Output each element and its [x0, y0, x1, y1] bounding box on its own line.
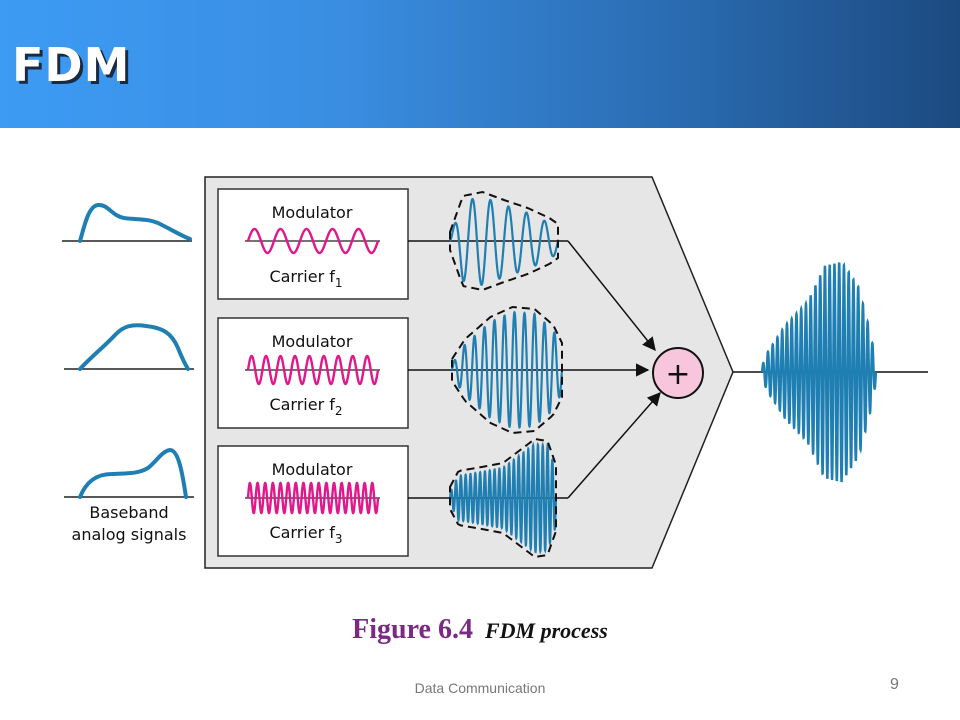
adder-circle: [652, 347, 704, 399]
carrier-wave-3: [246, 481, 380, 515]
arrow-to-adder-1: [567, 240, 656, 352]
modulated-signal-2: [450, 310, 564, 429]
baseband-label-line2: analog signals: [72, 525, 187, 544]
slide-title: FDM: [12, 38, 131, 92]
carrier-wave-2: [246, 354, 380, 386]
modulator-label-2: Modulator: [272, 332, 353, 351]
baseband-signal-3: [78, 447, 188, 499]
footer-text: Data Communication: [414, 680, 546, 696]
baseband-signal-1: [78, 203, 192, 243]
modulator-label-1: Modulator: [272, 203, 353, 222]
envelope-2: [451, 305, 563, 435]
adder-symbol: +: [665, 357, 690, 392]
baseband-signal-2: [78, 323, 190, 371]
figure-caption: Figure 6.4 FDM process: [0, 614, 960, 646]
carrier-label-3: Carrier f3: [269, 523, 342, 546]
figure-description: FDM process: [484, 618, 608, 643]
baseband-label-line1: Baseband: [89, 503, 168, 522]
envelope-3: [449, 437, 557, 559]
carrier-label-2: Carrier f2: [269, 395, 342, 418]
figure-number: Figure 6.4: [352, 614, 473, 645]
modulated-signal-1: [449, 197, 560, 286]
modulator-label-3: Modulator: [272, 460, 353, 479]
page-number: 9: [890, 676, 899, 693]
envelope-1: [449, 190, 559, 292]
modulated-signal-3: [448, 441, 558, 555]
carrier-label-1: Carrier f1: [269, 267, 342, 290]
arrow-to-adder-3: [567, 391, 661, 499]
carrier-wave-1: [246, 227, 380, 255]
composite-signal: [760, 261, 878, 483]
title-bar: FDM: [0, 0, 960, 128]
